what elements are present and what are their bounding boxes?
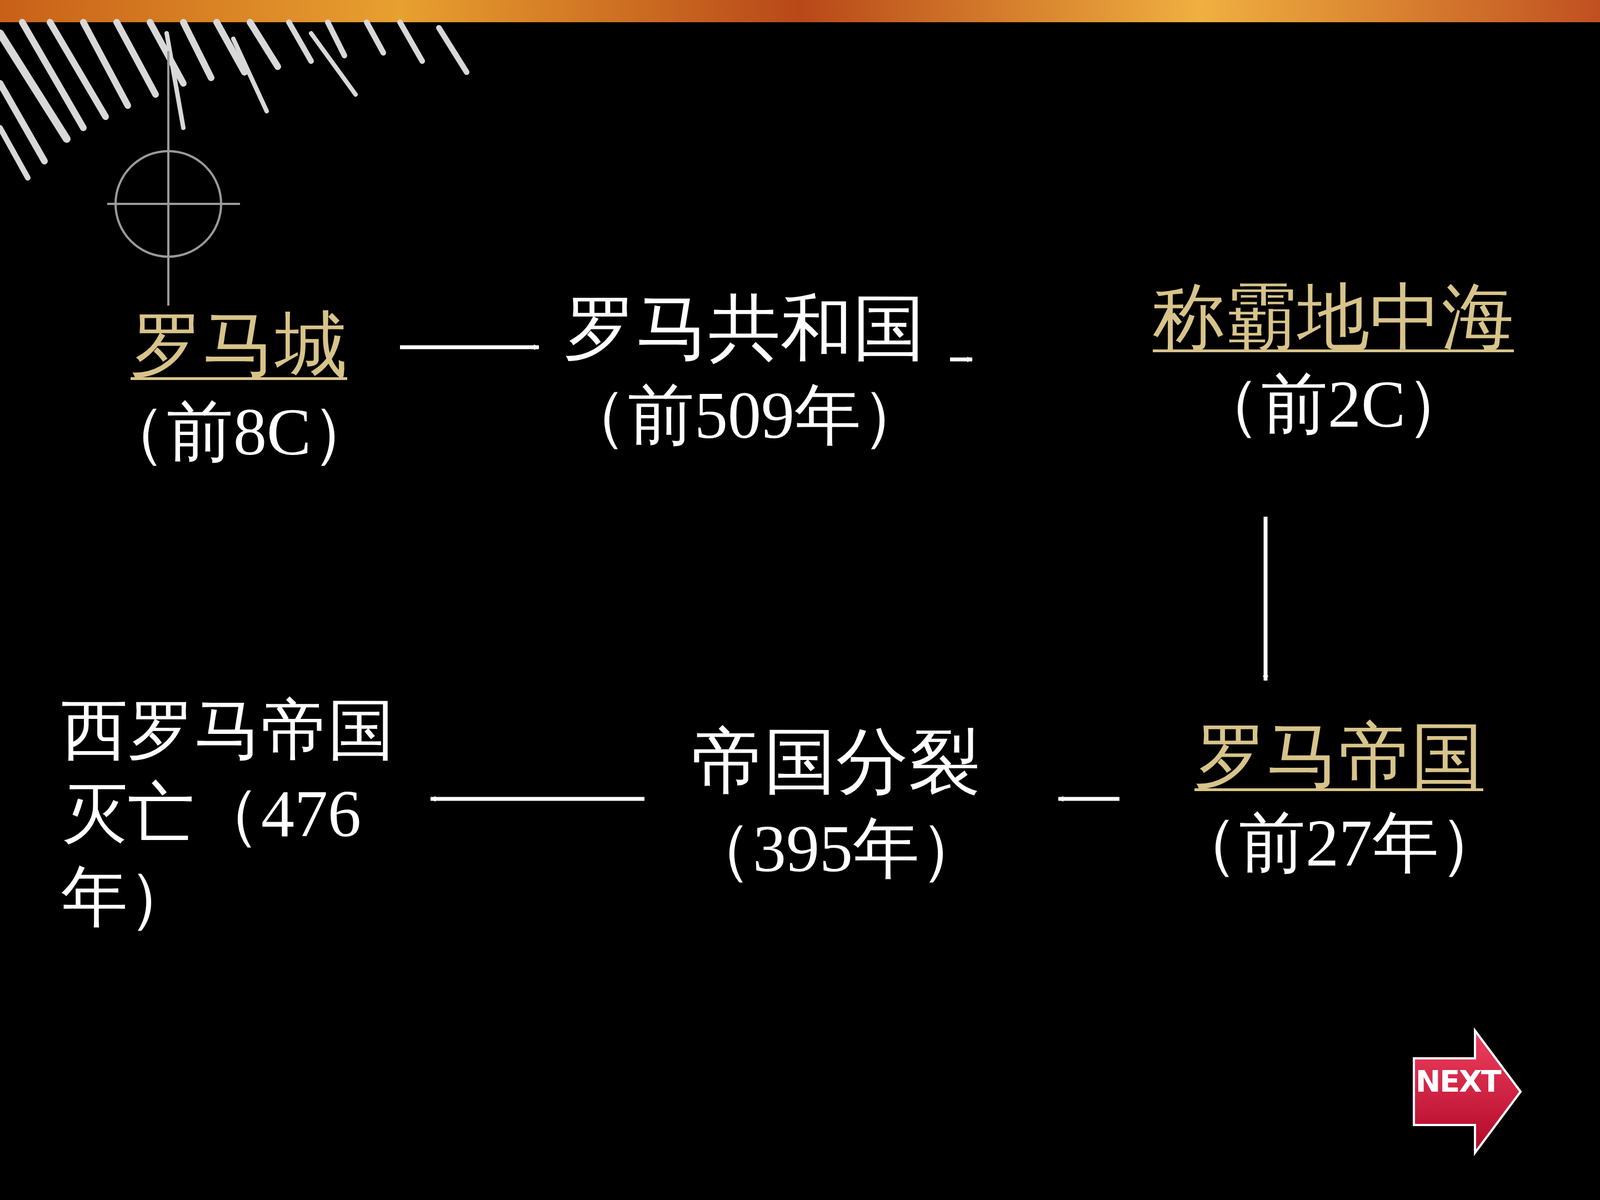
title-line: 罗马帝国 [1133, 711, 1545, 802]
stage-title: 称霸地中海 [1152, 277, 1514, 358]
timeline-node: 罗马帝国（前27年） [1133, 711, 1545, 900]
stage-date: （前2C） [1111, 362, 1556, 447]
stage-title: 罗马共和国 [533, 283, 956, 374]
timeline-node: 西罗马帝国灭亡（476年） [61, 688, 450, 967]
flow-arrow [1263, 516, 1268, 681]
stage-date: （前27年） [1133, 801, 1545, 885]
timeline-node: 罗马城（前8C） [94, 300, 384, 478]
timeline-node: 称霸地中海（前2C） [1111, 272, 1556, 456]
stage-date: （395年） [655, 807, 1017, 891]
flow-arrow [1058, 797, 1120, 802]
timeline-node: 罗马共和国（前509年） [533, 283, 956, 467]
button-label: NEXT [1415, 1063, 1499, 1099]
stage-date: （前8C） [94, 390, 384, 474]
stage-title: 西罗马帝国灭亡（476年） [61, 688, 450, 939]
stage-title: 帝国分裂 [655, 716, 1017, 808]
next-button [1413, 1030, 1521, 1153]
stage-title: 罗马城 [130, 305, 348, 385]
flow-arrow [400, 345, 539, 350]
title-line: 罗马城 [94, 300, 384, 391]
timeline-node: 帝国分裂（395年） [655, 716, 1017, 906]
flow-arrow [950, 357, 973, 362]
crosshair [107, 51, 240, 306]
title-line: 称霸地中海 [1111, 272, 1556, 363]
stage-date: （前509年） [533, 373, 956, 458]
stage-title: 罗马帝国 [1194, 716, 1484, 797]
flow-arrow [430, 797, 645, 802]
top-strip [0, 0, 1600, 23]
palm-leaves [0, 22, 467, 178]
